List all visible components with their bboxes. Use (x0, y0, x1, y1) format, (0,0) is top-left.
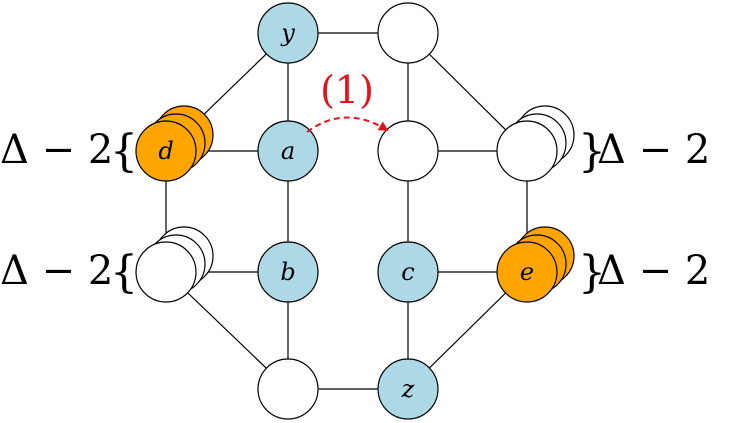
node-circle-top-right (377, 2, 439, 64)
right-brace-icon: } (578, 126, 606, 177)
node-b: b (257, 241, 319, 303)
node-d: d (135, 120, 197, 182)
node-circle-bottom-left (257, 358, 319, 420)
brace-annotation-e: } Δ − 2 (578, 247, 710, 298)
left-brace-icon: { (110, 247, 138, 298)
node-circle-left-lower (135, 241, 197, 303)
node-circle-d (135, 120, 197, 182)
node-label-c: c (401, 258, 414, 286)
node-label-e: e (520, 258, 534, 286)
node-center-right (377, 120, 439, 182)
node-circle-right-upper (496, 120, 558, 182)
node-label-z: z (401, 375, 415, 403)
node-circle-center-right (377, 120, 439, 182)
move-arrow-path (306, 116, 389, 133)
brace-annotation-d: Δ − 2 { (0, 126, 138, 177)
node-top-right (377, 2, 439, 64)
node-left-lower (135, 241, 197, 303)
node-circle-z (377, 358, 439, 420)
right-brace-icon: } (578, 247, 606, 298)
node-right-upper (496, 120, 558, 182)
brace-annotation-left-lower: Δ − 2 { (0, 247, 138, 298)
node-z: z (377, 358, 439, 420)
brace-annotation-right-upper: } Δ − 2 (578, 126, 710, 177)
node-circle-a (257, 120, 319, 182)
brace-label-left-lower: Δ − 2 (0, 248, 113, 294)
node-label-y: y (280, 19, 295, 47)
node-circle-c (377, 241, 439, 303)
node-y: y (257, 2, 319, 64)
node-circle-y (257, 2, 319, 64)
node-a: a (257, 120, 319, 182)
brace-label-d: Δ − 2 (0, 127, 113, 173)
node-bottom-left (257, 358, 319, 420)
node-c: c (377, 241, 439, 303)
node-label-a: a (281, 137, 295, 165)
node-e: e (496, 241, 558, 303)
brace-label-right-upper: Δ − 2 (597, 127, 710, 173)
node-label-b: b (280, 258, 295, 286)
left-brace-icon: { (110, 126, 138, 177)
node-label-d: d (158, 137, 173, 165)
node-circle-e (496, 241, 558, 303)
move-label: (1) (320, 68, 374, 112)
node-circle-b (257, 241, 319, 303)
move-arrow: (1) (306, 68, 389, 133)
brace-label-e: Δ − 2 (597, 248, 710, 294)
